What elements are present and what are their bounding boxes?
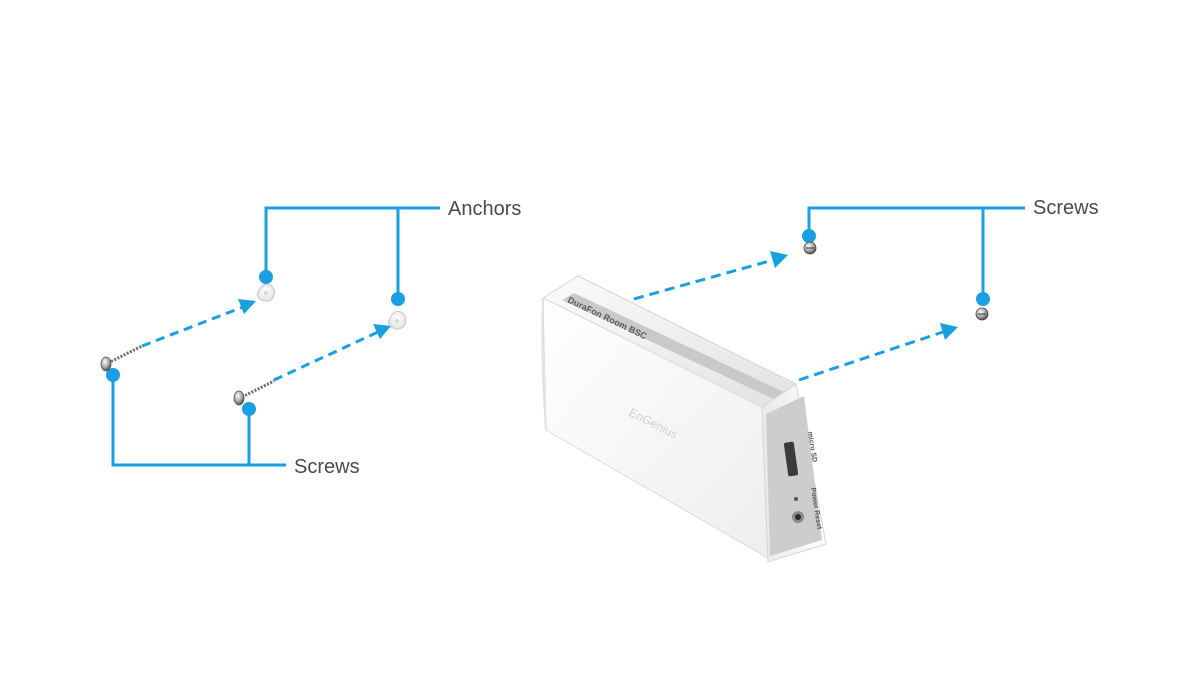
screws-right-callout-line	[807, 206, 1025, 298]
screws-left-callout-line	[111, 375, 286, 467]
micro-sd-port-label: micro SD	[806, 431, 818, 462]
screws-label-left: Screws	[294, 456, 360, 478]
anchors-callout-line	[264, 206, 440, 298]
screw-marker-dot-3	[802, 229, 816, 243]
device-body	[541, 275, 827, 563]
screw-to-anchor-arrow	[273, 324, 391, 382]
screw-marker-dot-1	[106, 368, 120, 382]
device-to-screw-arrow	[798, 323, 958, 382]
screw-marker-dot-2	[242, 402, 256, 416]
anchor-icon	[388, 310, 407, 330]
screw-icon	[975, 307, 989, 321]
screw-icon	[233, 379, 275, 406]
anchor-marker-dot-2	[391, 292, 405, 306]
screws-label-right: Screws	[1033, 197, 1099, 219]
screw-marker-dot-4	[976, 292, 990, 306]
screw-to-anchor-arrow	[141, 299, 256, 348]
screw-icon	[803, 241, 817, 255]
device-to-screw-arrow	[633, 251, 788, 301]
screw-icon	[100, 344, 143, 372]
anchor-marker-dot-1	[259, 270, 273, 284]
anchors-label: Anchors	[448, 198, 522, 220]
anchor-icon	[256, 283, 275, 302]
